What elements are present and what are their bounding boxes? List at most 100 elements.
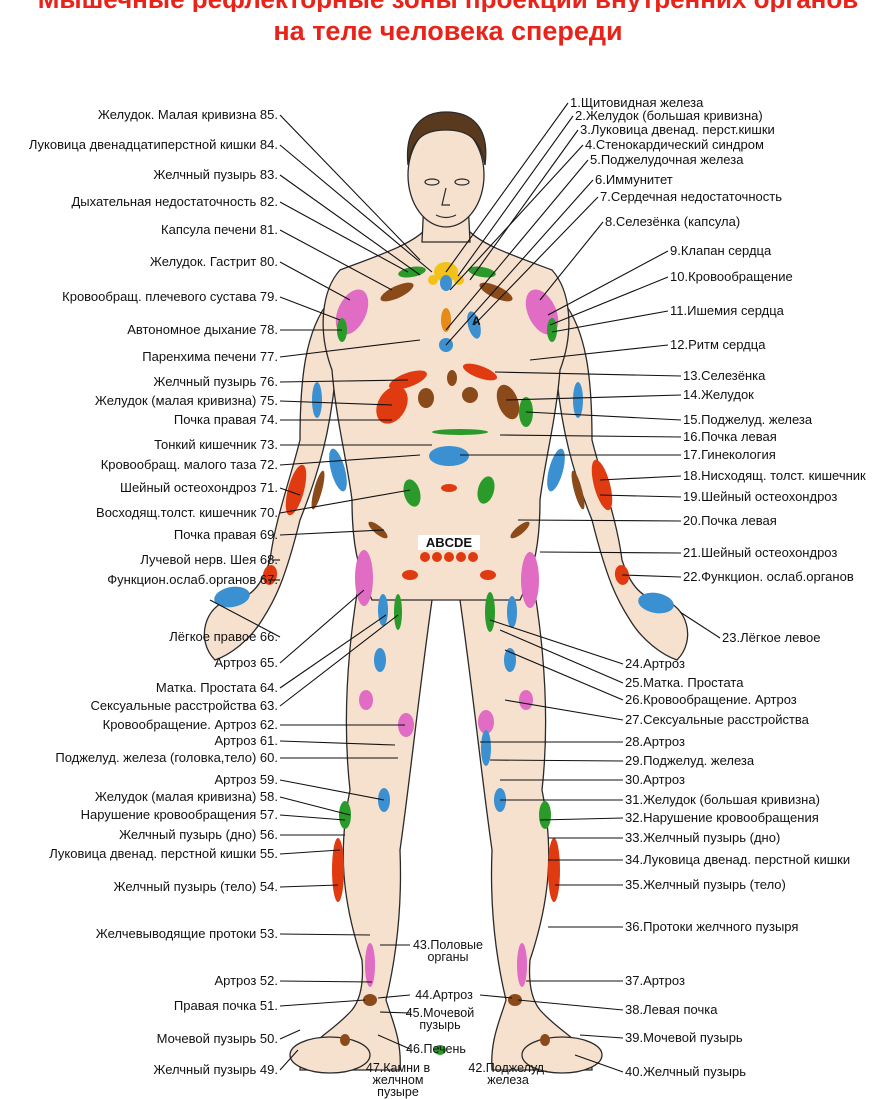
label-center-42: 42.Поджелуд. железа xyxy=(468,1061,548,1087)
label-right-16: 16.Почка левая xyxy=(683,429,777,444)
label-left-73: Тонкий кишечник 73. xyxy=(154,437,278,452)
label-left-54: Желчный пузырь (тело) 54. xyxy=(113,879,278,894)
leader-line xyxy=(529,344,669,361)
label-left-84: Луковица двенадцатиперстной кишки 84. xyxy=(28,137,278,152)
label-left-62: Кровообращение. Артроз 62. xyxy=(102,717,278,732)
label-left-60: Поджелуд. железа (головка,тело) 60. xyxy=(55,750,278,765)
leader-line xyxy=(539,817,624,821)
leader-line xyxy=(551,310,669,333)
reflex-zone-blue xyxy=(378,594,388,626)
leader-line xyxy=(279,261,351,301)
reflex-zone-brown xyxy=(447,370,457,386)
label-right-20: 20.Почка левая xyxy=(683,513,777,528)
label-right-40: 40.Желчный пузырь xyxy=(625,1064,747,1079)
label-right-31: 31.Желудок (большая кривизна) xyxy=(625,792,820,807)
label-right-13: 13.Селезёнка xyxy=(683,368,766,383)
label-right-26: 26.Кровообращение. Артроз xyxy=(625,692,797,707)
label-left-76: Желчный пузырь 76. xyxy=(153,374,278,389)
leader-line xyxy=(279,454,421,466)
leader-line xyxy=(279,980,373,983)
reflex-zone-yellow xyxy=(428,275,438,285)
reflex-zone-green xyxy=(477,476,495,504)
leader-line xyxy=(505,394,682,401)
reflex-zone-brown xyxy=(418,388,434,408)
label-left-83: Желчный пузырь 83. xyxy=(153,167,278,182)
reflex-zone-brown xyxy=(479,282,513,302)
label-left-80: Желудок. Гастрит 80. xyxy=(149,254,278,269)
reflex-zone-brown xyxy=(510,521,530,539)
leader-line xyxy=(377,994,411,999)
leader-line xyxy=(279,1029,301,1040)
label-left-53: Желчевыводящие протоки 53. xyxy=(95,926,278,941)
label-right-32: 32.Нарушение кровообращения xyxy=(625,810,819,825)
reflex-zone-blue xyxy=(429,446,469,466)
leader-line xyxy=(279,1049,299,1071)
label-left-79: Кровообращ. плечевого сустава 79. xyxy=(62,289,278,304)
leader-line xyxy=(473,196,599,326)
reflex-zone-red xyxy=(462,363,498,381)
label-right-27: 27.Сексуальные расстройства xyxy=(625,712,809,727)
label-left-49: Желчный пузырь 49. xyxy=(153,1062,278,1077)
reflex-zone-red xyxy=(402,570,418,580)
label-right-33: 33.Желчный пузырь (дно) xyxy=(625,830,781,845)
reflex-zone-red xyxy=(548,838,560,902)
label-right-12: 12.Ритм сердца xyxy=(670,337,766,352)
label-left-59: Артроз 59. xyxy=(214,772,278,787)
reflex-zone-orange xyxy=(441,308,451,332)
leader-line xyxy=(279,779,385,801)
left-foot xyxy=(521,1036,603,1074)
label-right-14: 14.Желудок xyxy=(683,387,754,402)
leader-line xyxy=(499,629,624,684)
leader-line xyxy=(279,814,346,821)
reflex-zone-red xyxy=(441,484,457,492)
label-left-64: Матка. Простата 64. xyxy=(155,680,278,695)
label-right-22: 22.Функцион. ослаб.органов xyxy=(683,569,854,584)
label-center-43: 43.Половые органы xyxy=(412,938,483,964)
label-right-15: 15.Поджелуд. железа xyxy=(683,412,813,427)
label-right-29: 29.Поджелуд. железа xyxy=(625,753,755,768)
leader-line xyxy=(499,434,682,438)
reflex-zone-red xyxy=(480,570,496,580)
leader-line xyxy=(504,649,624,701)
label-right-19: 19.Шейный остеохондроз xyxy=(683,489,838,504)
leader-line xyxy=(539,221,604,301)
label-left-81: Капсула печени 81. xyxy=(161,222,278,237)
reflex-zone-brown xyxy=(571,470,585,510)
label-left-58: Желудок (малая кривизна) 58. xyxy=(94,789,278,804)
reflex-zone-green xyxy=(432,429,488,435)
label-right-18: 18.Нисходящ. толст. кишечник xyxy=(683,468,866,483)
label-right-21: 21.Шейный остеохондроз xyxy=(683,545,838,560)
right-foot xyxy=(289,1036,371,1074)
reflex-zone-blue xyxy=(214,586,250,608)
leader-line xyxy=(574,1054,624,1073)
label-right-37: 37.Артроз xyxy=(625,973,685,988)
leader-line xyxy=(279,884,339,888)
leader-line xyxy=(279,529,385,536)
label-right-24: 24.Артроз xyxy=(625,656,685,671)
leader-line xyxy=(377,1034,411,1050)
leader-line xyxy=(504,699,624,721)
label-left-50: Мочевой пузырь 50. xyxy=(156,1031,278,1046)
leader-line xyxy=(579,1034,624,1039)
leader-line xyxy=(445,179,594,346)
reflex-zone-green xyxy=(468,266,496,278)
reflex-zone-green xyxy=(394,594,402,630)
label-right-8: 8.Селезёнка (капсула) xyxy=(605,214,741,229)
reflex-zone-pink xyxy=(517,943,527,987)
leader-line xyxy=(494,371,682,377)
leader-line xyxy=(549,276,669,326)
leader-line xyxy=(279,201,409,273)
label-right-39: 39.Мочевой пузырь xyxy=(625,1030,743,1045)
label-left-63: Сексуальные расстройства 63. xyxy=(90,698,278,713)
reflex-zone-green xyxy=(485,592,495,632)
leader-line xyxy=(489,759,624,762)
label-left-69: Почка правая 69. xyxy=(173,527,278,542)
leader-line xyxy=(279,379,409,383)
leader-line xyxy=(279,589,365,664)
abcde-zone: ABCDE xyxy=(418,535,480,562)
label-right-2: 2.Желудок (большая кривизна) xyxy=(575,108,763,123)
reflex-zone-blue xyxy=(481,730,491,766)
reflex-zone-blue xyxy=(312,382,322,418)
leader-line xyxy=(679,611,721,639)
label-right-3: 3.Луковица двенад. перст.кишки xyxy=(580,122,775,137)
